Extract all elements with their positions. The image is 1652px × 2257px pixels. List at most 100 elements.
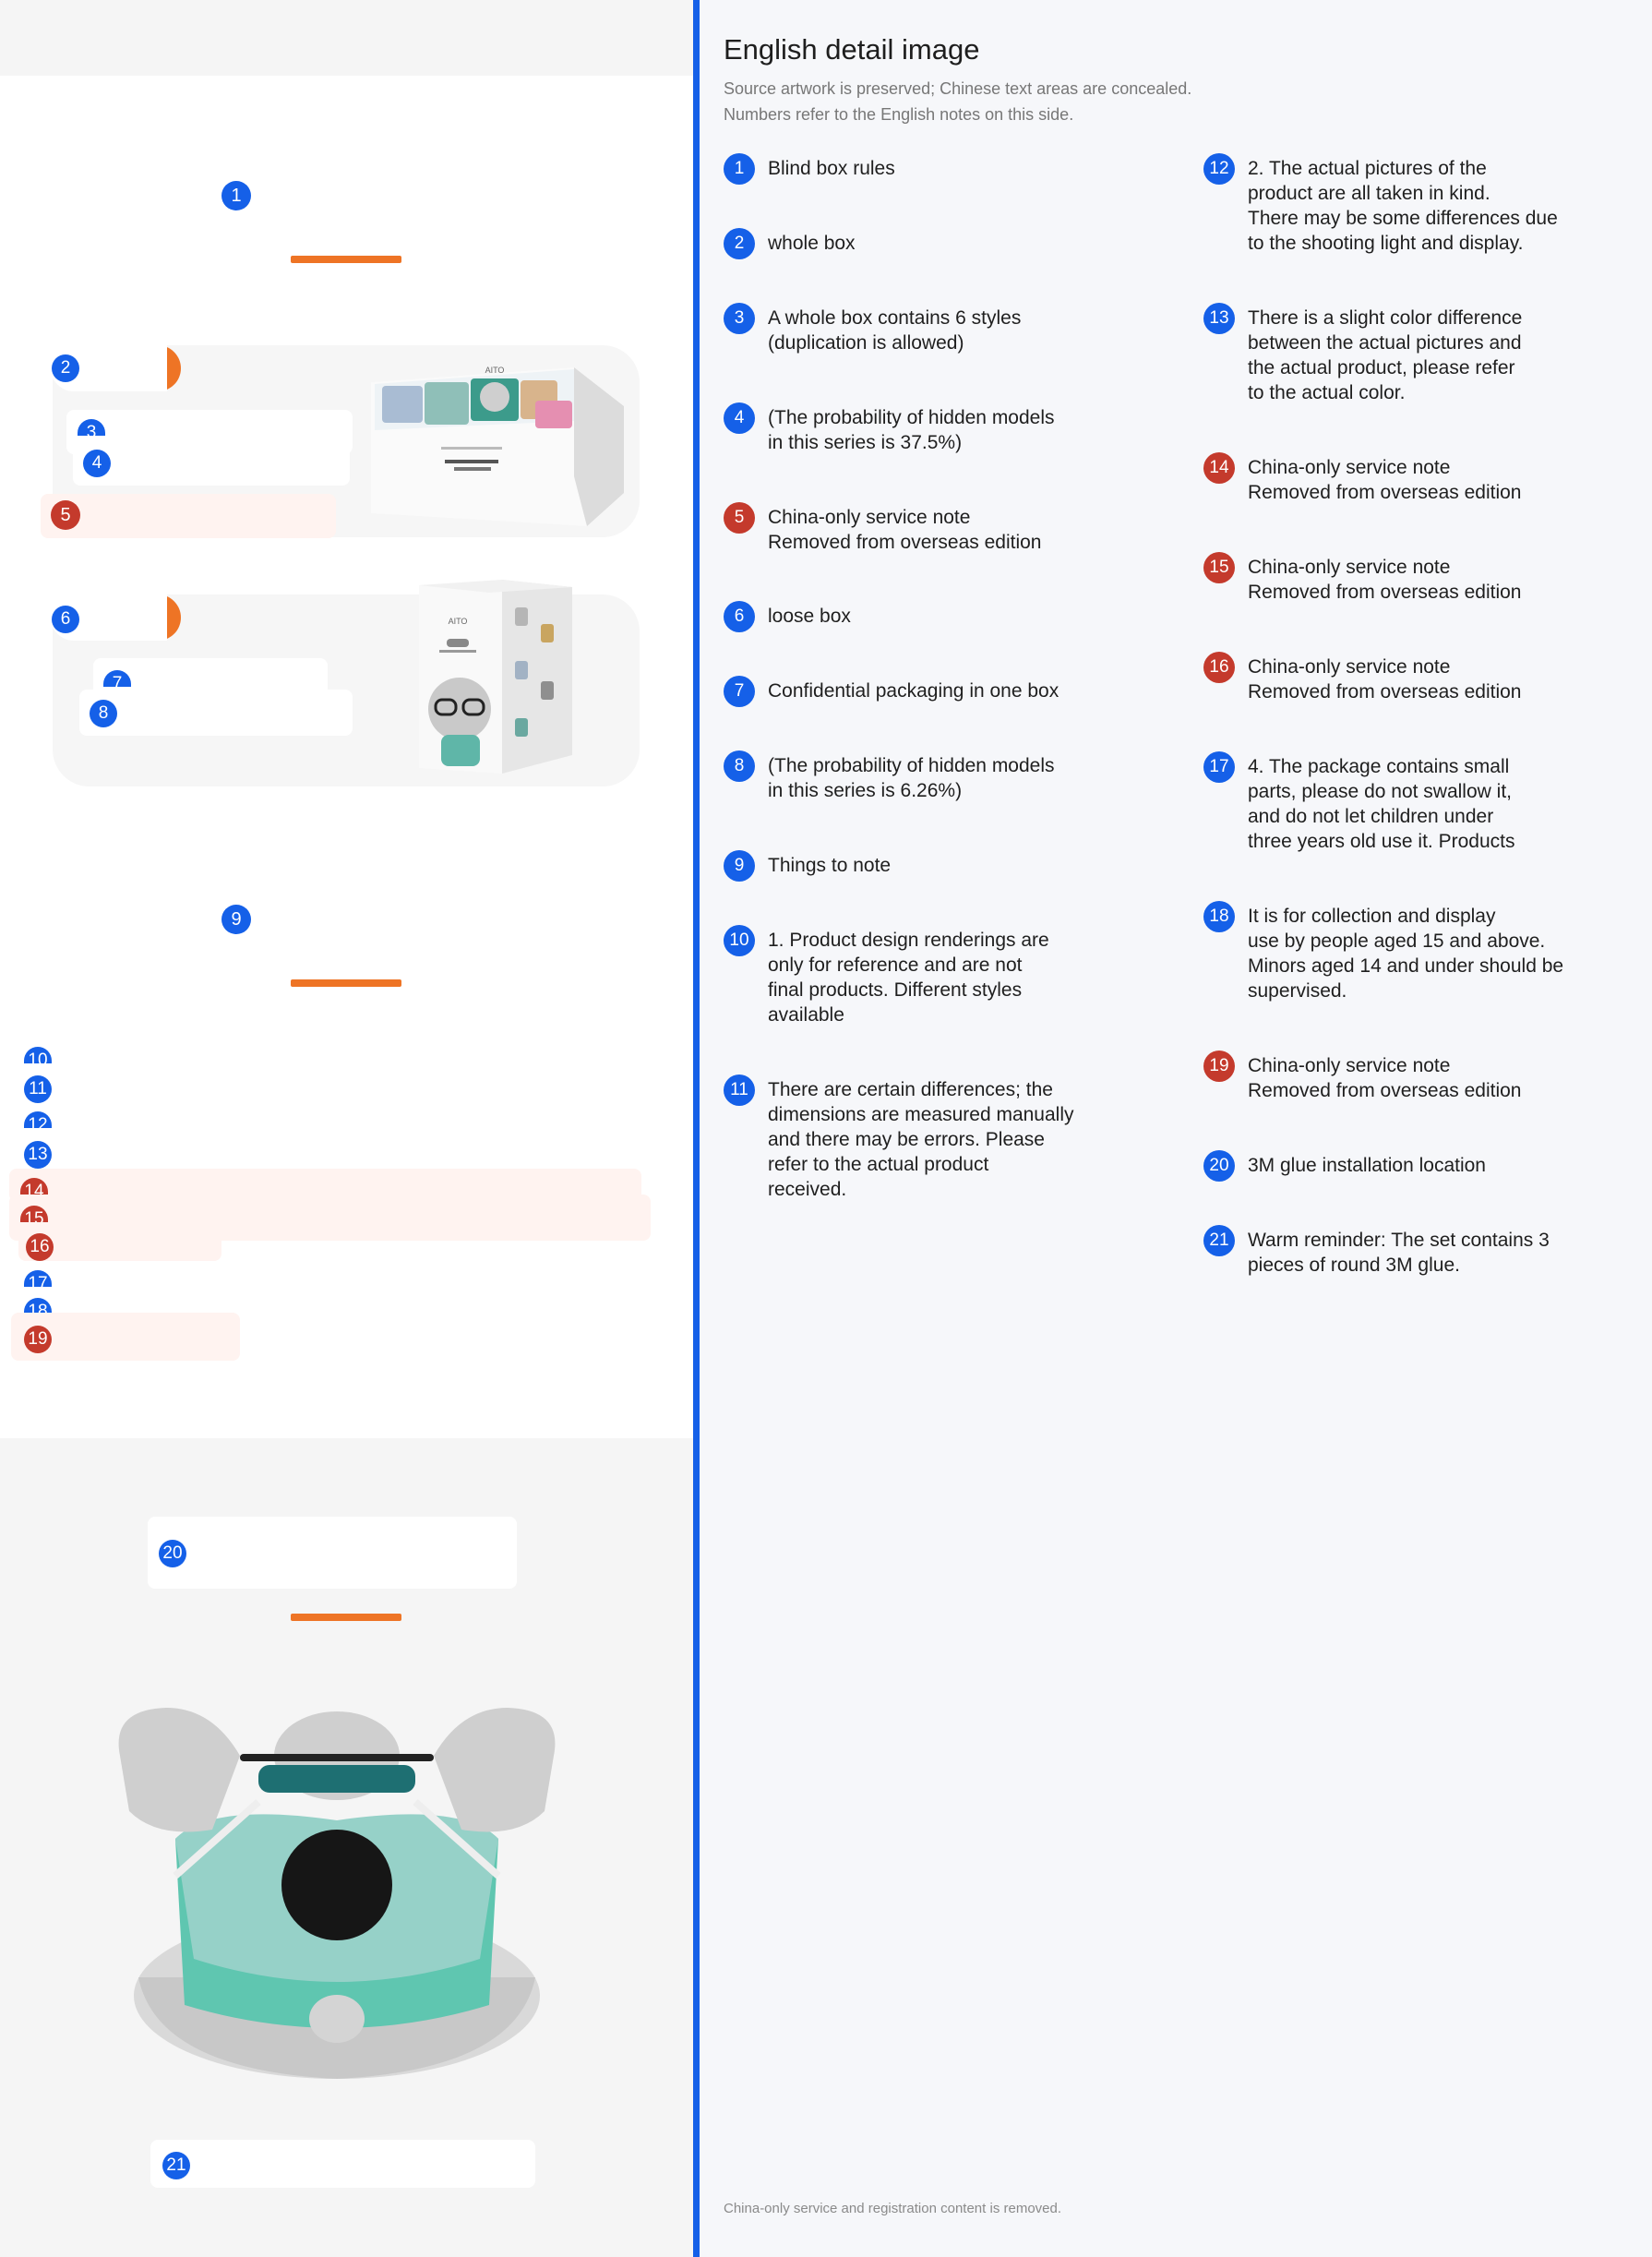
note-item-21: 21 Warm reminder: The set contains 3 piec… <box>1203 1225 1550 1278</box>
artwork-top-band <box>0 0 693 76</box>
note-number-badge: 16 <box>1203 652 1235 683</box>
section-underline-20 <box>291 1614 401 1621</box>
note-item-6: 6 loose box <box>724 601 851 632</box>
panel-footer: China-only service and registration cont… <box>724 2201 1062 2216</box>
loose-box-illustration: AITO <box>419 580 572 774</box>
pin-14: 14 <box>20 1178 48 1195</box>
pin-15: 15 <box>20 1206 48 1222</box>
note-text: There are certain differences; the dimen… <box>768 1079 1074 1200</box>
note-number-badge: 9 <box>724 850 755 882</box>
panel-title: English detail image <box>724 33 980 66</box>
pin-2: 2 <box>52 354 79 382</box>
note-text: 1. Product design renderings are only fo… <box>768 930 1049 1026</box>
note-item-9: 9 Things to note <box>724 850 891 882</box>
pin-10: 10 <box>24 1047 52 1063</box>
loose-box-brand: AITO <box>449 617 468 626</box>
pin-4: 4 <box>83 450 111 477</box>
note-item-13: 13 There is a slight color difference bet… <box>1203 303 1522 405</box>
note-text: There is a slight color difference betwe… <box>1248 307 1523 403</box>
mask-21 <box>150 2140 535 2188</box>
note-item-4: 4 (The probability of hidden models in th… <box>724 402 1055 455</box>
note-text: Blind box rules <box>768 158 895 179</box>
source-artwork-panel: 1 2 3 4 5 AITO 6 7 8 AITO <box>0 0 693 2257</box>
pin-9: 9 <box>221 905 251 934</box>
pin-3: 3 <box>78 419 105 436</box>
pin-20: 20 <box>159 1540 186 1567</box>
note-text: Things to note <box>768 855 892 876</box>
pin-6: 6 <box>52 606 79 633</box>
panel-subtitle-line-2: Numbers refer to the English notes on th… <box>724 105 1074 124</box>
note-number-badge: 6 <box>724 601 755 632</box>
note-item-2: 2 whole box <box>724 228 856 259</box>
note-number-badge: 1 <box>724 153 755 185</box>
note-text: China-only service note Removed from ove… <box>1248 557 1522 603</box>
note-text: A whole box contains 6 styles (duplicati… <box>768 307 1022 354</box>
note-text: Warm reminder: The set contains 3 pieces… <box>1248 1230 1550 1276</box>
note-number-badge: 8 <box>724 750 755 782</box>
note-item-3: 3 A whole box contains 6 styles (duplicat… <box>724 303 1021 355</box>
note-number-badge: 13 <box>1203 303 1235 334</box>
pin-18: 18 <box>24 1298 52 1315</box>
note-number-badge: 3 <box>724 303 755 334</box>
pin-19: 19 <box>24 1326 52 1353</box>
panel-subtitle-line-1: Source artwork is preserved; Chinese tex… <box>724 79 1192 98</box>
note-item-5: 5 China-only service note Removed from ov… <box>724 502 1041 555</box>
note-text: (The probability of hidden models in thi… <box>768 407 1055 453</box>
pin-11: 11 <box>24 1075 52 1103</box>
mask-4 <box>73 443 350 486</box>
note-text: It is for collection and display use by … <box>1248 906 1564 1002</box>
panel-subtitle: Source artwork is preserved; Chinese tex… <box>724 76 1191 127</box>
note-item-18: 18 It is for collection and display use b… <box>1203 901 1563 1003</box>
panel-divider <box>693 0 700 2257</box>
whole-box-illustration: AITO <box>371 366 624 526</box>
note-number-badge: 15 <box>1203 552 1235 583</box>
note-number-badge: 7 <box>724 676 755 707</box>
note-text: loose box <box>768 606 851 627</box>
english-notes-panel: English detail image Source artwork is p… <box>700 0 1652 2257</box>
figure-back-illustration <box>118 1708 556 2079</box>
pin-17: 17 <box>24 1270 52 1287</box>
note-item-12: 12 2. The actual pictures of the product … <box>1203 153 1558 256</box>
note-number-badge: 12 <box>1203 153 1235 185</box>
note-number-badge: 19 <box>1203 1050 1235 1082</box>
pin-13: 13 <box>24 1141 52 1169</box>
pin-1: 1 <box>221 181 251 210</box>
section-underline-1 <box>291 256 401 263</box>
pin-12: 12 <box>24 1111 52 1128</box>
note-number-badge: 20 <box>1203 1150 1235 1182</box>
note-number-badge: 14 <box>1203 452 1235 484</box>
note-number-badge: 5 <box>724 502 755 534</box>
note-number-badge: 18 <box>1203 901 1235 932</box>
note-text: 4. The package contains small parts, ple… <box>1248 756 1515 852</box>
note-text: (The probability of hidden models in thi… <box>768 755 1055 801</box>
note-item-14: 14 China-only service note Removed from o… <box>1203 452 1521 505</box>
section-underline-9 <box>291 979 401 987</box>
note-number-badge: 21 <box>1203 1225 1235 1256</box>
note-text: China-only service note Removed from ove… <box>1248 1055 1522 1101</box>
note-item-17: 17 4. The package contains small parts, p… <box>1203 751 1514 854</box>
note-text: 2. The actual pictures of the product ar… <box>1248 158 1558 254</box>
note-item-8: 8 (The probability of hidden models in th… <box>724 750 1055 803</box>
note-item-20: 20 3M glue installation location <box>1203 1150 1486 1182</box>
pin-16: 16 <box>26 1233 54 1261</box>
note-text: 3M glue installation location <box>1248 1155 1486 1176</box>
note-item-19: 19 China-only service note Removed from o… <box>1203 1050 1521 1103</box>
note-number-badge: 2 <box>724 228 755 259</box>
note-text: China-only service note Removed from ove… <box>1248 656 1522 702</box>
mask-5 <box>41 494 336 538</box>
whole-box-brand: AITO <box>485 366 505 375</box>
note-text: whole box <box>768 233 856 254</box>
pin-8: 8 <box>90 700 117 727</box>
note-number-badge: 17 <box>1203 751 1235 783</box>
note-item-1: 1 Blind box rules <box>724 153 895 185</box>
pin-5: 5 <box>51 500 80 530</box>
pin-21: 21 <box>162 2152 190 2179</box>
mask-8 <box>79 690 353 736</box>
note-number-badge: 4 <box>724 402 755 434</box>
note-item-16: 16 China-only service note Removed from o… <box>1203 652 1521 704</box>
note-number-badge: 11 <box>724 1074 755 1106</box>
note-text: China-only service note Removed from ove… <box>768 507 1042 553</box>
note-text: China-only service note Removed from ove… <box>1248 457 1522 503</box>
